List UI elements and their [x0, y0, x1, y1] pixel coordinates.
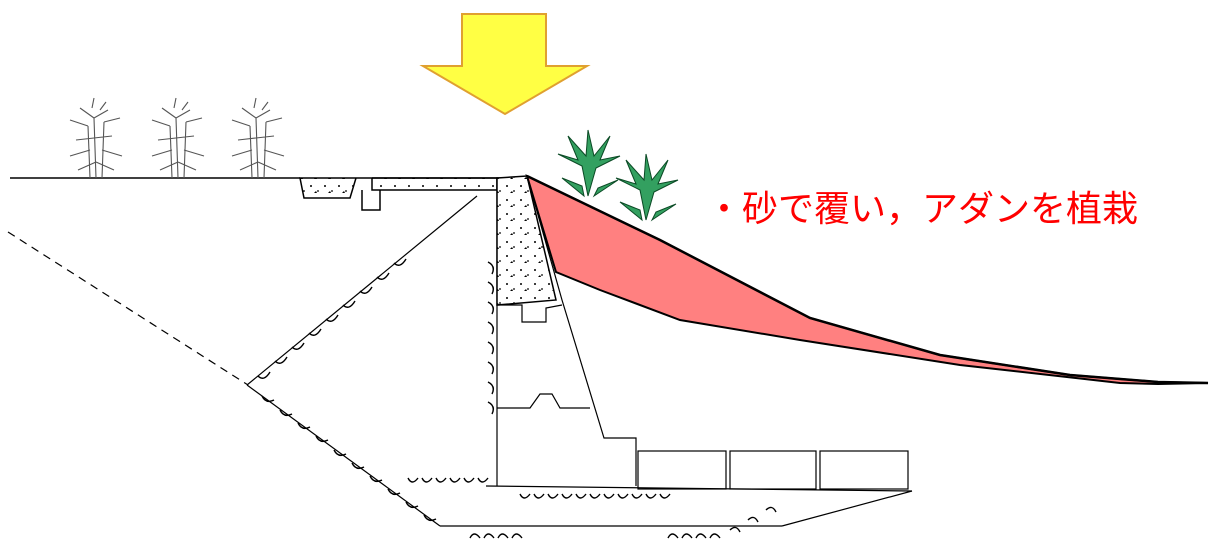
- drainage-gutter: [299, 177, 500, 211]
- seawall-blocks: [497, 175, 909, 490]
- original-slope-dashed-line: [7, 231, 249, 386]
- down-arrow-icon: [419, 13, 591, 116]
- sugarcane-icon: [69, 97, 285, 179]
- annotation-text: ・砂で覆い，アダンを植栽: [706, 189, 1139, 230]
- beach-surface-line: [526, 174, 1209, 385]
- filter-scallops: [257, 258, 777, 539]
- adan-pandanus-icon: [557, 129, 679, 222]
- seawall-concrete: [496, 175, 557, 306]
